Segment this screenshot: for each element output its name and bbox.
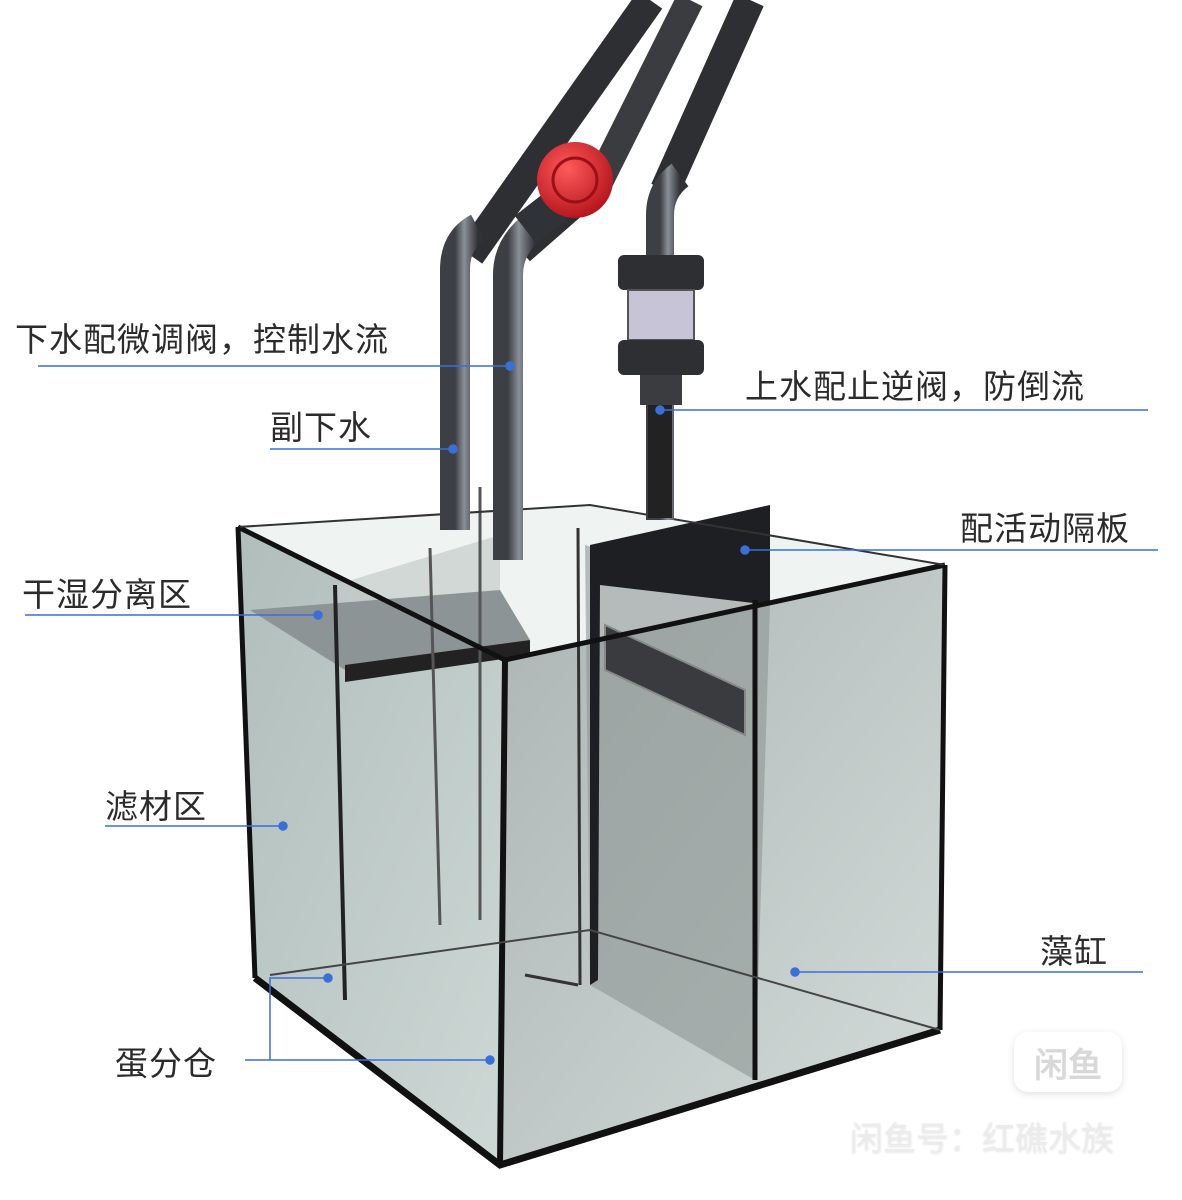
tank — [235, 487, 948, 1169]
red-valve-knob — [537, 142, 613, 218]
movable-baffle — [590, 505, 770, 985]
watermark-text: 闲鱼号：红礁水族 — [850, 1119, 1114, 1158]
label-skimmer-chamber: 蛋分仓 — [115, 1044, 217, 1083]
drain-pipes — [440, 191, 568, 560]
leader-lines — [25, 361, 1158, 1065]
label-drain-valve: 下水配微调阀，控制水流 — [15, 320, 389, 359]
watermark-logo: 闲鱼 — [1014, 1032, 1122, 1092]
label-algae-tank: 藻缸 — [1040, 932, 1108, 971]
hoses — [457, 0, 764, 264]
label-filter-media-zone: 滤材区 — [105, 787, 207, 826]
label-return-check-valve: 上水配止逆阀，防倒流 — [745, 367, 1085, 406]
label-wet-dry-zone: 干湿分离区 — [22, 575, 192, 614]
label-movable-baffle: 配活动隔板 — [960, 509, 1130, 548]
label-secondary-drain: 副下水 — [270, 408, 372, 447]
return-pipe — [618, 163, 704, 520]
check-valve — [618, 255, 704, 290]
